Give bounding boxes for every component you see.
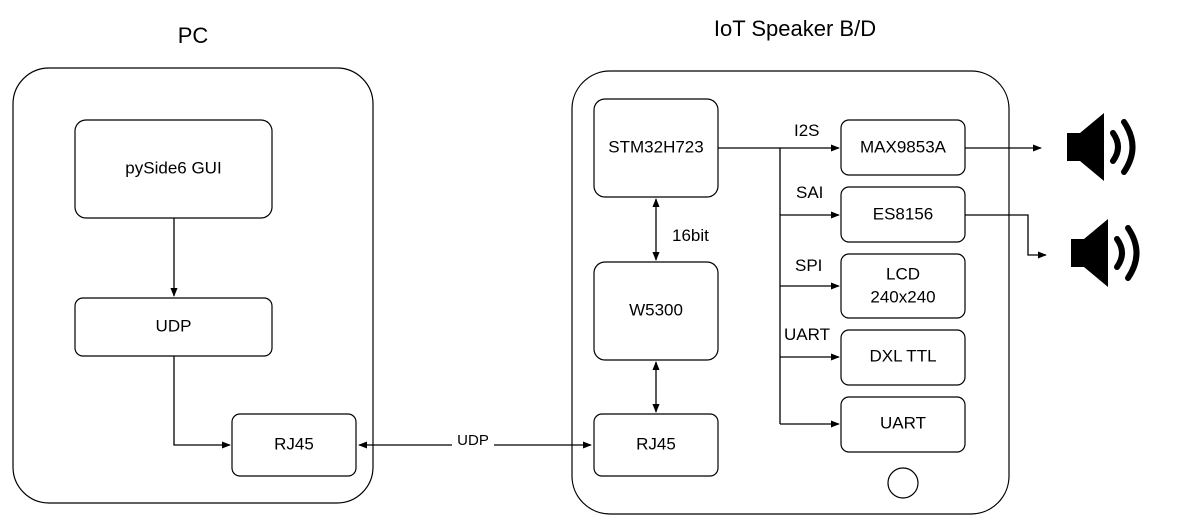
w5300-node: W5300 (593, 261, 719, 361)
gui-label: pySide6 GUI (125, 158, 221, 177)
sai-label: SAI (796, 183, 823, 202)
rj45-pc-node: RJ45 (231, 413, 357, 477)
iot-group-title: IoT Speaker B/D (714, 16, 876, 41)
lcd-node: LCD 240x240 (840, 253, 966, 319)
rj45-pc-label: RJ45 (274, 434, 314, 453)
lcd-label-line2: 240x240 (870, 287, 935, 306)
pc-group-title: PC (178, 23, 209, 48)
spi-label: SPI (795, 256, 822, 275)
network-label-bg (452, 432, 494, 448)
udp-node: UDP (74, 297, 273, 357)
max9853a-label: MAX9853A (860, 137, 947, 156)
dxl-ttl-node: DXL TTL (840, 329, 966, 386)
home-button-icon (887, 467, 919, 499)
es8156-node: ES8156 (840, 186, 966, 243)
es8156-label: ES8156 (873, 204, 934, 223)
uart-node: UART (840, 396, 966, 453)
dxl-ttl-label: DXL TTL (869, 346, 936, 365)
es-to-speaker-edge (965, 214, 1047, 259)
gui-node: pySide6 GUI (74, 119, 273, 219)
stm32-node: STM32H723 (593, 98, 719, 198)
udp-label: UDP (156, 316, 192, 335)
bus-width-label: 16bit (672, 226, 709, 245)
uart-bus-label: UART (784, 325, 830, 344)
udp-to-rj45-edge (173, 356, 231, 449)
w5300-label: W5300 (629, 300, 683, 319)
speaker-icon (1067, 113, 1136, 181)
stm32-label: STM32H723 (608, 137, 703, 156)
speaker-icon (1071, 219, 1140, 287)
max9853a-node: MAX9853A (840, 119, 966, 176)
lcd-label-line1: LCD (886, 264, 920, 283)
network-label: UDP (457, 432, 489, 449)
rj45-iot-label: RJ45 (636, 434, 676, 453)
rj45-iot-node: RJ45 (593, 413, 719, 477)
i2s-label: I2S (794, 121, 820, 140)
uart-node-label: UART (880, 413, 926, 432)
